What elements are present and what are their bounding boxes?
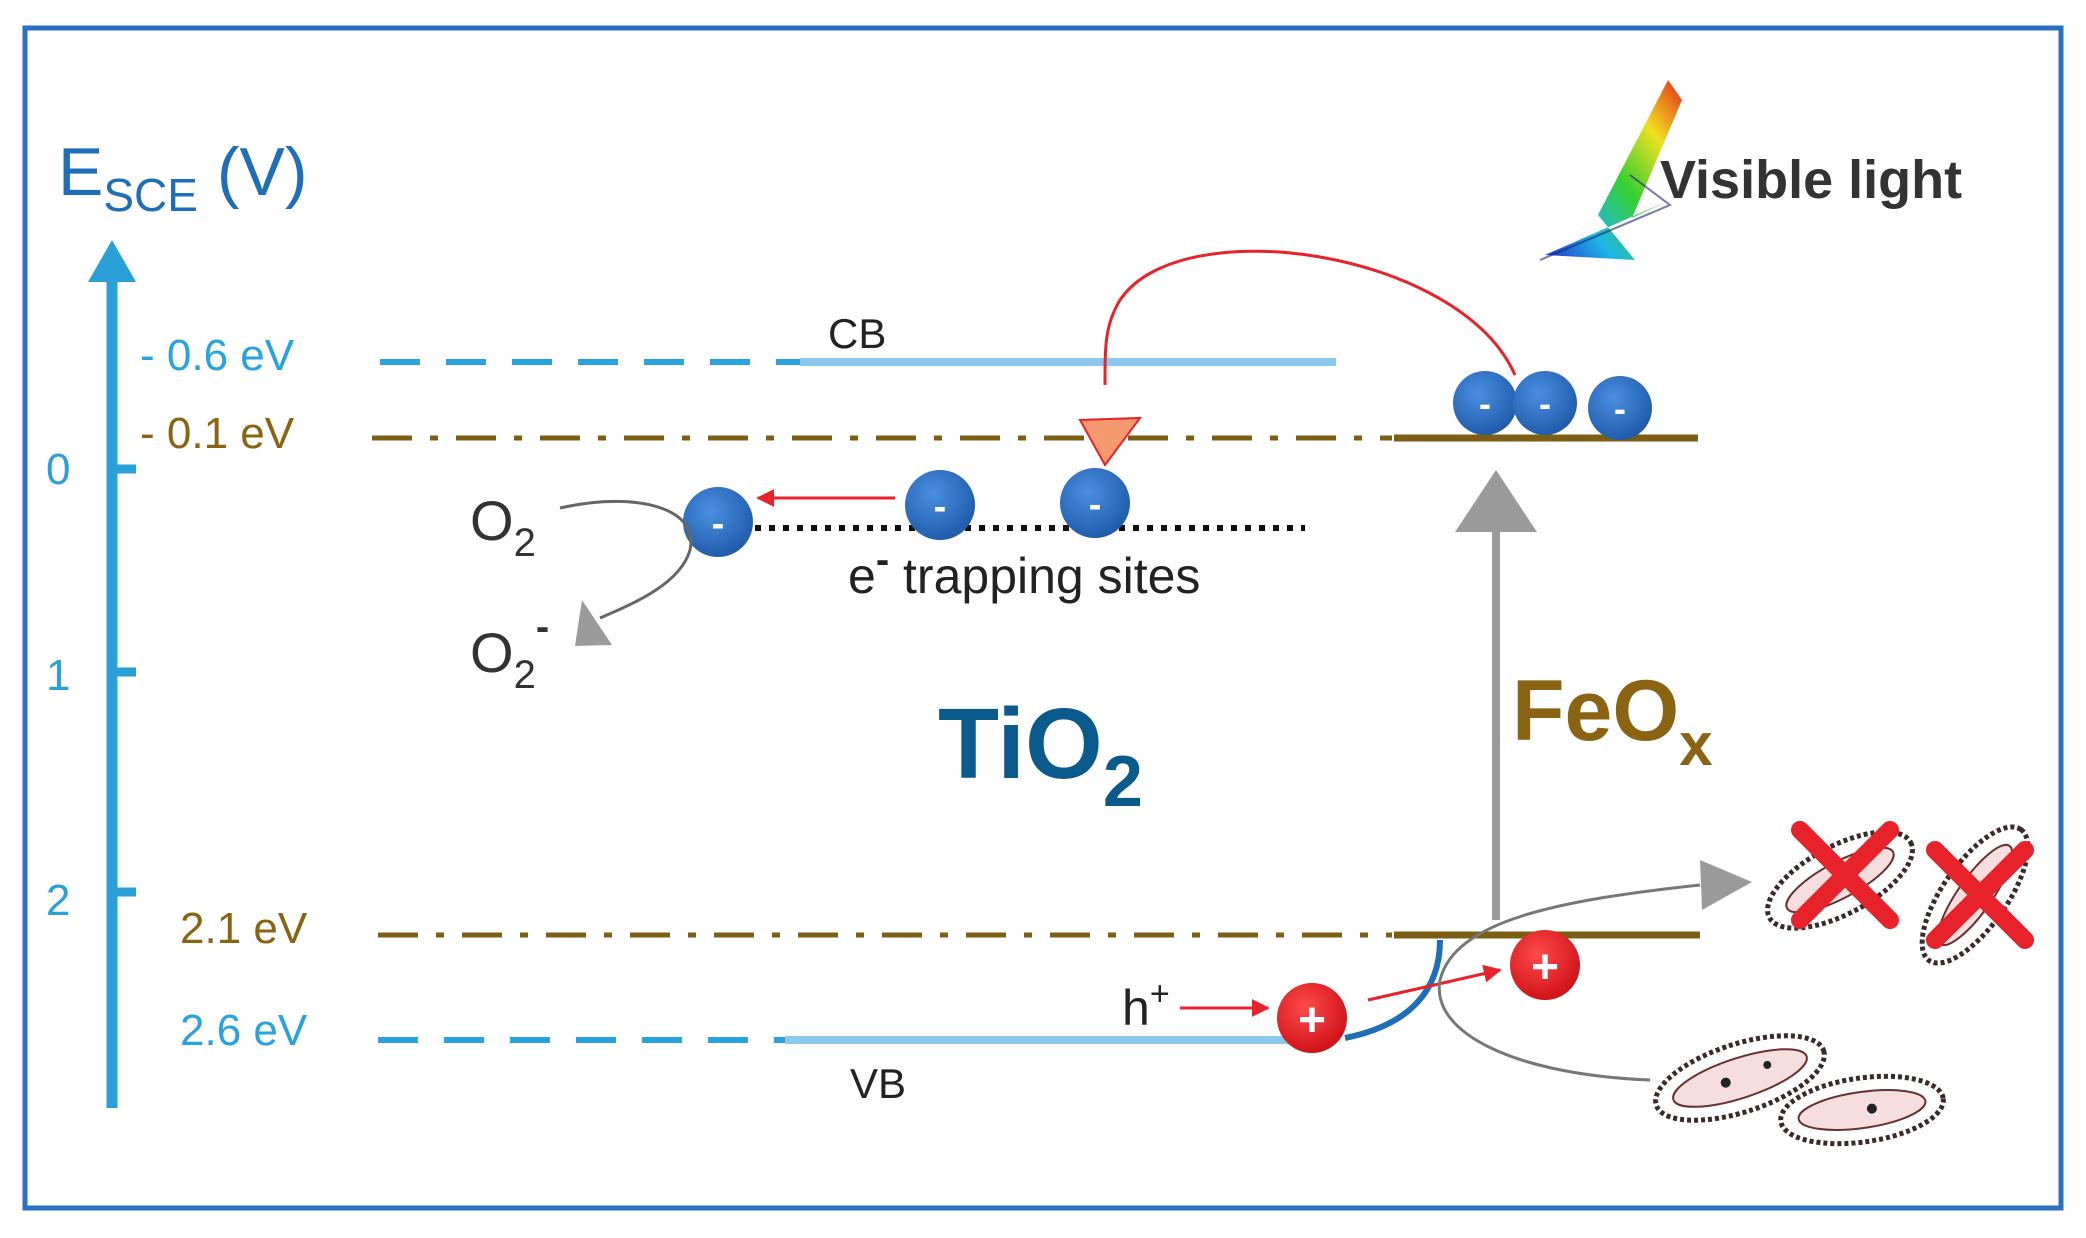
hole-transfer-arrow <box>1367 964 1502 1002</box>
kill-cross-2-icon <box>1926 841 2034 949</box>
svg-text:-: - <box>712 503 725 545</box>
electron-trapped-3: - <box>1060 468 1130 538</box>
hole-tio2: + <box>1277 983 1347 1053</box>
electron-feox-2: - <box>1513 371 1577 435</box>
svg-text:-: - <box>1479 383 1491 424</box>
visible-light-arrow-shadow <box>1539 174 1672 261</box>
energy-axis-arrowhead <box>88 240 136 282</box>
o2-reduction-arrowhead <box>575 600 612 646</box>
electron-feox-1: - <box>1453 371 1517 435</box>
svg-text:-: - <box>1539 383 1551 424</box>
feox-excitation-arrowhead <box>1455 470 1537 532</box>
trapping-sites-label: e- trapping sites <box>848 538 1200 604</box>
diagram-frame <box>22 25 2064 1211</box>
svg-text:+: + <box>1298 994 1326 1047</box>
electron-injection-arrowhead <box>1078 416 1143 467</box>
tio2-label: TiO2 <box>938 688 1143 822</box>
axis-label: ESCE (V) <box>58 134 308 221</box>
level-label-feox-cb: - 0.1 eV <box>140 409 295 458</box>
visible-light-label: Visible light <box>1660 150 1962 210</box>
electron-trapped-2: - <box>905 470 975 540</box>
kill-cross-1-icon <box>1791 821 1899 929</box>
hole-label: h+ <box>1122 975 1170 1036</box>
svg-text:+: + <box>1531 941 1559 994</box>
visible-light-arrow-icon <box>1545 80 1682 260</box>
bacteria-oxidation-arrowhead <box>1700 860 1752 910</box>
hole-feox: + <box>1510 930 1580 1000</box>
o2-radical-label: O2- <box>470 605 549 697</box>
electron-feox-3: - <box>1588 376 1652 440</box>
cb-label: CB <box>828 310 886 357</box>
electron-trapped-1: - <box>683 487 753 557</box>
level-label-feox-vb: 2.1 eV <box>180 904 308 953</box>
bacteria-oxidation-curve <box>1437 883 1701 1082</box>
o2-reduction-curve <box>559 499 693 620</box>
level-label-tio2-cb: - 0.6 eV <box>140 331 295 380</box>
axis-tick-label-1: 1 <box>46 651 70 700</box>
bacterium-healthy-2 <box>1778 1073 1946 1147</box>
vb-label: VB <box>850 1060 906 1107</box>
svg-text:-: - <box>1089 484 1102 526</box>
svg-text:-: - <box>934 486 947 528</box>
o2-label: O2 <box>470 489 536 565</box>
bacterium-healthy-1 <box>1653 1033 1827 1123</box>
level-label-tio2-vb: 2.6 eV <box>180 1006 308 1055</box>
feox-label: FeOx <box>1512 663 1713 778</box>
svg-text:-: - <box>1614 388 1626 429</box>
axis-tick-label-0: 0 <box>46 445 70 494</box>
axis-tick-label-2: 2 <box>46 876 70 925</box>
hole-transfer-curve <box>1344 939 1443 1041</box>
electron-injection-arrow <box>1103 249 1517 386</box>
